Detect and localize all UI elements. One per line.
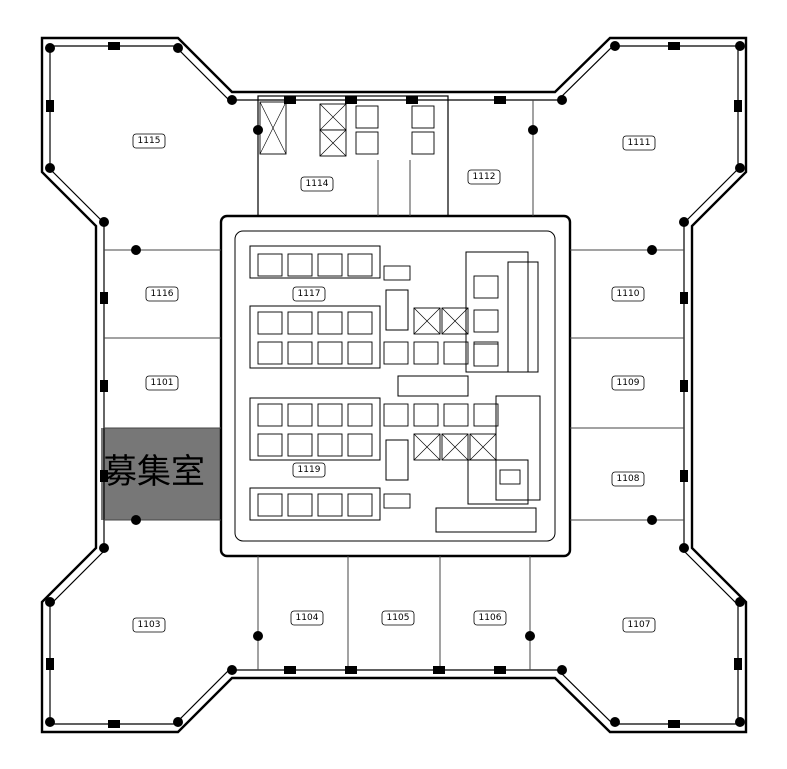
svg-text:1101: 1101 [151, 378, 174, 388]
core-cells-east [435, 251, 541, 533]
room-label-1117[interactable]: 1117 [292, 286, 326, 302]
svg-text:1119: 1119 [298, 465, 321, 475]
room-label-1107[interactable]: 1107 [622, 617, 656, 633]
room-label-1114[interactable]: 1114 [300, 176, 334, 192]
room-label-1106[interactable]: 1106 [473, 610, 507, 626]
core-inner [234, 230, 556, 542]
room-label-1109[interactable]: 1109 [611, 375, 645, 391]
svg-text:1110: 1110 [617, 289, 640, 299]
svg-text:1114: 1114 [306, 179, 329, 189]
room-label-1110[interactable]: 1110 [611, 286, 645, 302]
room-label-1116[interactable]: 1116 [145, 286, 179, 302]
svg-text:1109: 1109 [617, 378, 640, 388]
room-label-1101[interactable]: 1101 [145, 375, 179, 391]
room-label-1105[interactable]: 1105 [381, 610, 415, 626]
room-label-1115[interactable]: 1115 [132, 133, 166, 149]
svg-text:1103: 1103 [138, 620, 161, 630]
room-label-1111[interactable]: 1111 [622, 135, 656, 151]
room-label-1104[interactable]: 1104 [290, 610, 324, 626]
svg-text:1116: 1116 [151, 289, 174, 299]
svg-text:1105: 1105 [387, 613, 410, 623]
svg-text:1104: 1104 [296, 613, 319, 623]
room-label-1103[interactable]: 1103 [132, 617, 166, 633]
room-label-1119[interactable]: 1119 [292, 462, 326, 478]
svg-text:1108: 1108 [617, 474, 640, 484]
room-label-1112[interactable]: 1112 [467, 169, 501, 185]
svg-text:1111: 1111 [628, 138, 651, 148]
svg-text:1117: 1117 [298, 289, 321, 299]
svg-text:1112: 1112 [473, 172, 496, 182]
pillars [46, 42, 742, 728]
room-dividers [104, 100, 684, 670]
svg-text:1106: 1106 [479, 613, 502, 623]
vacant-room-highlight[interactable] [101, 428, 221, 520]
core-cells-center [383, 265, 499, 509]
vacancy-label: 募集室 [103, 452, 205, 492]
svg-text:1107: 1107 [628, 620, 651, 630]
outer-wall [40, 36, 748, 734]
room-label-1108[interactable]: 1108 [611, 471, 645, 487]
svg-text:1115: 1115 [138, 136, 161, 146]
columns [45, 41, 745, 727]
core-cells-west [249, 245, 381, 521]
